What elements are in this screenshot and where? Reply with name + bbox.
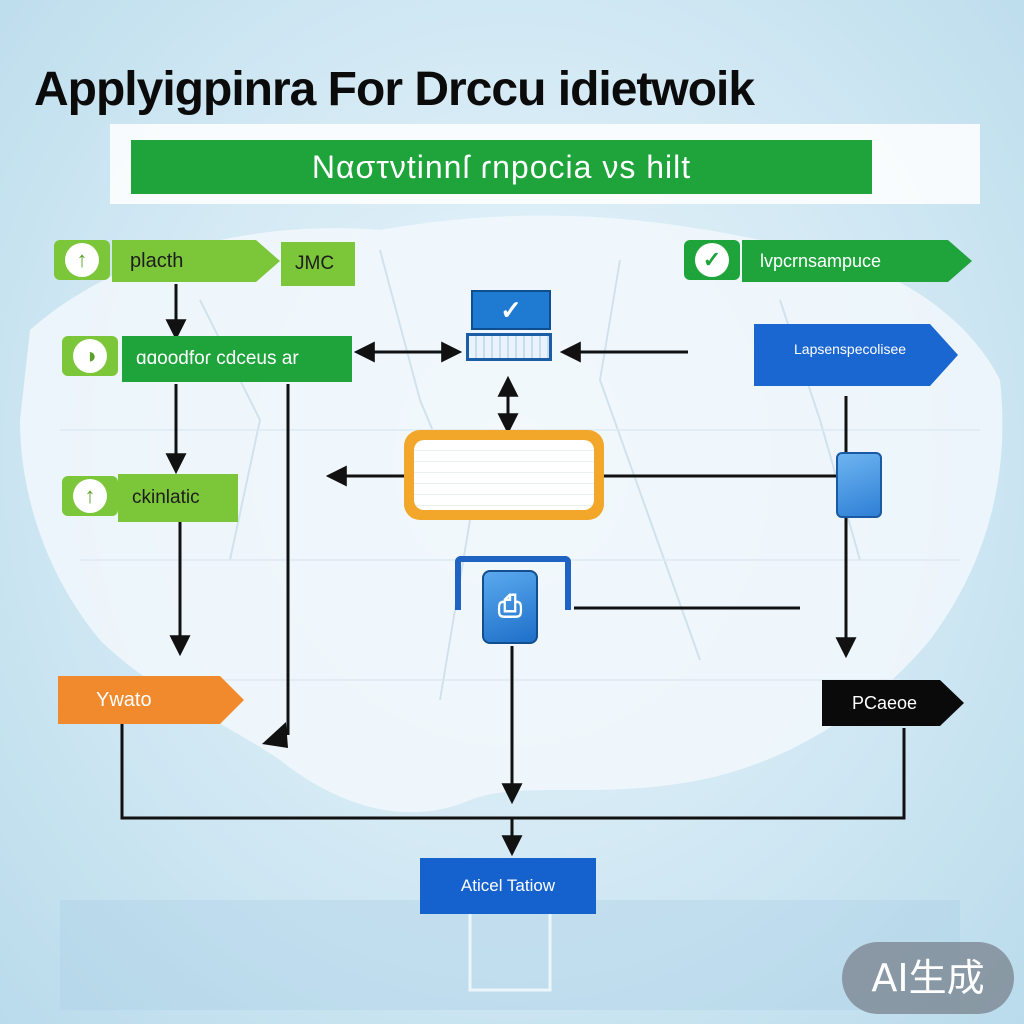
check-icon: ✓ bbox=[695, 243, 729, 277]
left-node-4: Ywato bbox=[58, 676, 244, 724]
antenna-icon: ↑ bbox=[65, 243, 99, 277]
central-hub-panel bbox=[414, 440, 594, 510]
check-icon: ✓ bbox=[500, 294, 522, 325]
bottom-node: Aticel Tatiow bbox=[420, 858, 596, 914]
antenna-icon-box-2: ↑ bbox=[62, 476, 118, 516]
left-node-1: placth bbox=[112, 240, 280, 282]
phone-frame bbox=[455, 556, 571, 610]
left-node-2: ɑɑoodfoɾ cdceus ar bbox=[122, 336, 352, 382]
check-icon-screen: ✓ bbox=[471, 290, 551, 330]
right-node-1: lvpcrnsampuce bbox=[742, 240, 972, 282]
central-hub bbox=[404, 430, 604, 520]
antenna-icon: ↑ bbox=[73, 479, 107, 513]
right-node-3: PCaeoe bbox=[822, 680, 964, 726]
phone-icon: ⎙ bbox=[482, 570, 538, 644]
check-icon-box: ✓ bbox=[684, 240, 740, 280]
tablet-icon bbox=[836, 452, 882, 518]
subtitle-banner: Nαστνtinnſ ɾnpocia νs hilt bbox=[131, 140, 872, 194]
left-node-1-tag: JMC bbox=[281, 242, 355, 286]
device-base bbox=[466, 333, 552, 361]
right-node-2: Lapsenspecolisee bbox=[754, 324, 958, 386]
page-title: Applyigpinra For Drccu idietwoik bbox=[34, 63, 755, 116]
left-node-3: ckinlatic bbox=[118, 474, 238, 522]
ai-generated-watermark: AI生成 bbox=[842, 942, 1014, 1014]
wifi-icon: ◑ bbox=[73, 339, 107, 373]
antenna-icon-box: ↑ bbox=[54, 240, 110, 280]
wifi-icon-box: ◑ bbox=[62, 336, 118, 376]
